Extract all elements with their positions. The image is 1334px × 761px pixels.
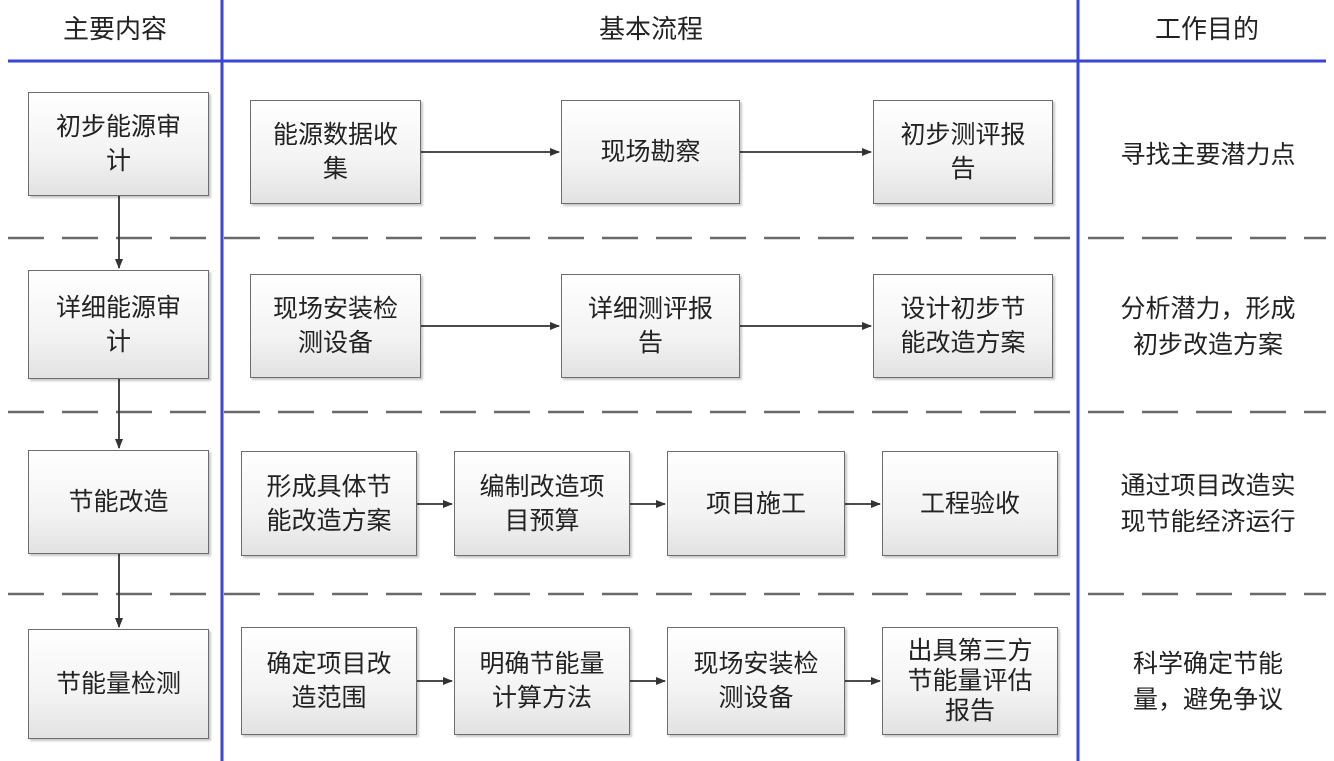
- step-box: 能源数据收 集: [250, 100, 421, 204]
- header-basic-process: 基本流程: [598, 15, 703, 45]
- goal-text: 分析潜力，形成 初步改造方案: [1120, 294, 1296, 359]
- step-box: 设计初步节 能改造方案: [873, 274, 1053, 378]
- goal-text: 科学确定节能 量，避免争议: [1132, 649, 1283, 714]
- step-box: 现场安装检 测设备: [667, 627, 845, 735]
- stage-box-detailed-audit: 详细能源审 计: [28, 270, 209, 379]
- step-box: 项目施工: [667, 451, 845, 556]
- header-main-content: 主要内容: [62, 15, 167, 45]
- step-box: 确定项目改 造范围: [241, 627, 417, 735]
- goal-text: 寻找主要潜力点: [1120, 140, 1296, 169]
- stage-box-savings-measurement: 节能量检测: [28, 629, 209, 739]
- step-box: 编制改造项 目预算: [454, 451, 630, 556]
- step-box: 工程验收: [882, 451, 1058, 556]
- step-box: 初步测评报 告: [873, 100, 1053, 204]
- step-box: 出具第三方 节能量评估 报告: [882, 627, 1058, 735]
- step-box: 详细测评报 告: [561, 274, 740, 378]
- step-box: 形成具体节 能改造方案: [241, 451, 417, 556]
- stage-box-preliminary-audit: 初步能源审 计: [28, 92, 209, 196]
- stage-box-retrofit: 节能改造: [28, 450, 209, 554]
- header-work-goal: 工作目的: [1154, 15, 1259, 45]
- step-box: 现场安装检 测设备: [250, 274, 421, 378]
- step-box: 现场勘察: [561, 100, 740, 204]
- goal-text: 通过项目改造实 现节能经济运行: [1120, 471, 1296, 536]
- step-box: 明确节能量 计算方法: [454, 627, 630, 735]
